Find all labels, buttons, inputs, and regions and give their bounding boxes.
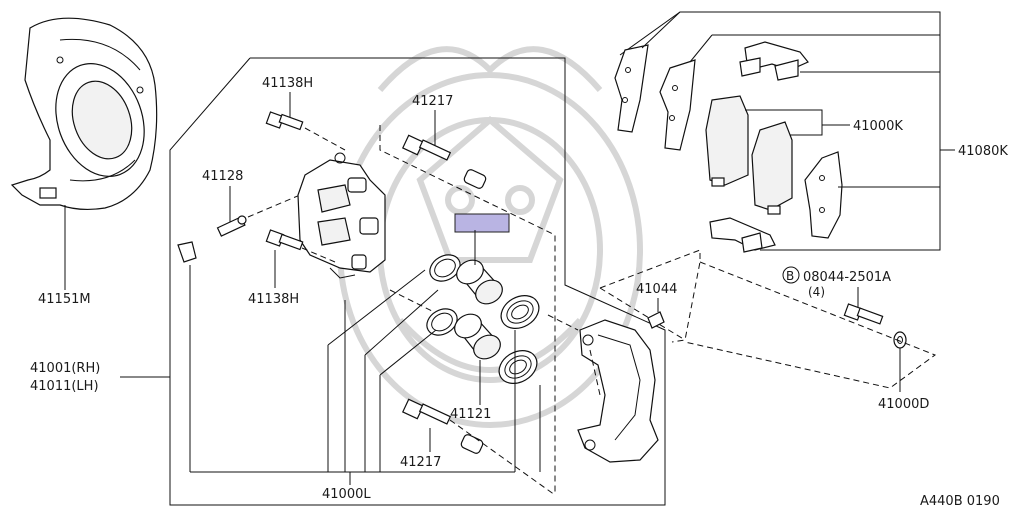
label-41217-bottom: 41217 <box>400 455 441 470</box>
bolt-badge-letter: B <box>786 269 794 283</box>
label-41138H-top: 41138H <box>262 76 313 91</box>
piston-boot-lower[interactable] <box>493 344 543 390</box>
brake-pad-inner[interactable] <box>751 121 793 215</box>
figure-code: A440B 0190 <box>920 494 1000 509</box>
bleeder-cap[interactable] <box>177 241 197 263</box>
pin-boot-top[interactable] <box>463 168 487 189</box>
piston-upper[interactable] <box>452 255 506 308</box>
anti-squeal-shim-2[interactable] <box>659 59 696 151</box>
washer-41000D[interactable] <box>893 331 907 349</box>
label-41044: 41044 <box>636 282 677 297</box>
label-41121: 41121 <box>450 407 491 422</box>
watermark-emblem <box>337 46 643 428</box>
piston-seal-lower[interactable] <box>422 304 462 341</box>
bolt-badge-circle <box>782 266 800 284</box>
brake-pad-outer[interactable] <box>705 95 749 187</box>
leader-41000L <box>189 265 541 485</box>
caliper-body[interactable] <box>297 152 386 279</box>
guide-pin-bottom[interactable] <box>401 398 452 425</box>
label-41138H-bottom: 41138H <box>248 292 299 307</box>
mounting-bolt[interactable] <box>843 303 884 325</box>
label-41000L: 41000L <box>322 487 371 502</box>
label-41217-top: 41217 <box>412 94 453 109</box>
label-41001-rh: 41001(RH) <box>30 361 100 376</box>
dust-shield-part[interactable] <box>10 17 159 211</box>
pad-retainer-bottom[interactable] <box>709 217 776 253</box>
label-bolt-qty: (4) <box>808 285 825 299</box>
label-bolt-code: 08044-2501A <box>803 270 891 285</box>
anti-squeal-shim-1[interactable] <box>614 44 649 133</box>
pad-spring-top[interactable] <box>739 41 809 81</box>
piston-boot-upper[interactable] <box>495 289 545 335</box>
label-41128: 41128 <box>202 169 243 184</box>
label-41151M: 41151M <box>38 292 91 307</box>
pad-clip-41044[interactable] <box>647 311 665 329</box>
label-41080K: 41080K <box>958 144 1008 159</box>
guide-pin-top[interactable] <box>401 134 452 161</box>
piston-seal-upper[interactable] <box>425 250 465 287</box>
caliper-bolt-bottom[interactable] <box>265 229 304 251</box>
anti-squeal-shim-3[interactable] <box>804 151 843 239</box>
caliper-bolt-top[interactable] <box>265 111 304 131</box>
label-41000K: 41000K <box>853 119 903 134</box>
label-41011-lh: 41011(LH) <box>30 379 99 394</box>
bleeder-screw[interactable] <box>216 215 247 237</box>
highlighted-part-tag[interactable] <box>454 213 510 233</box>
assembly-outline <box>169 57 666 506</box>
pad-kit-outline <box>619 11 941 251</box>
label-41000D: 41000D <box>878 397 929 412</box>
torque-member[interactable] <box>577 319 659 463</box>
pin-boot-bottom[interactable] <box>460 433 484 454</box>
piston-lower[interactable] <box>450 309 504 363</box>
